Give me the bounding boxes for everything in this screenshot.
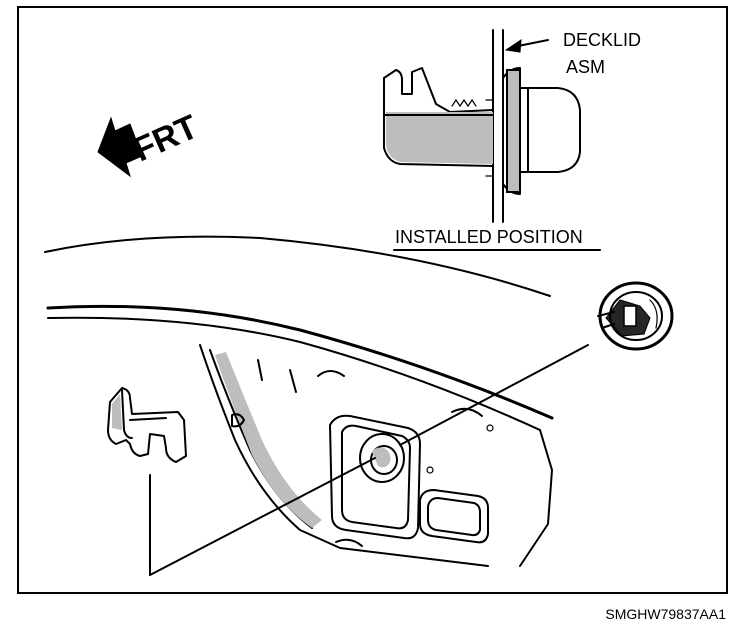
decklid-label-line2: ASM [566, 57, 605, 77]
retainer-clip-icon [107, 387, 187, 463]
installed-position-inset [383, 29, 601, 251]
decklid-label-line1: DECKLID [563, 30, 641, 50]
installed-position-caption: INSTALLED POSITION [395, 227, 583, 247]
lamp-socket-icon [597, 281, 674, 351]
figure-id-label: SMGHW79837AA1 [605, 606, 726, 622]
diagram-frame [17, 6, 728, 594]
front-arrow-label: FRT [128, 108, 204, 170]
front-arrow-icon: FRT [97, 108, 204, 178]
decklid-panel [44, 235, 554, 567]
leader-lines [149, 344, 589, 576]
